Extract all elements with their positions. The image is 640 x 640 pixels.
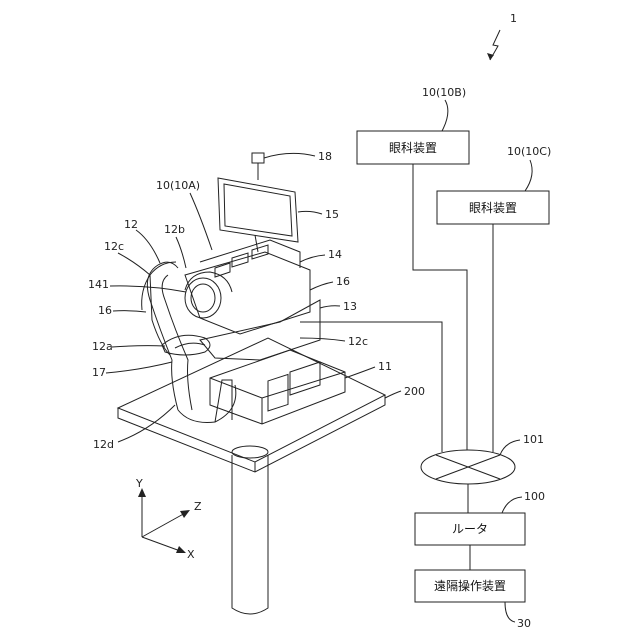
ref-label-10b: 10(10B) [422, 86, 466, 99]
ref-label-12a: 12a [92, 340, 113, 353]
ref-label-200: 200 [404, 385, 425, 398]
remote-device-box-label: 遠隔操作装置 [434, 578, 506, 593]
ref-label-18: 18 [318, 150, 332, 163]
ref-label-17: 17 [92, 366, 106, 379]
ref-label-13: 13 [343, 300, 357, 313]
axis-label-y: Y [135, 477, 143, 490]
ref-label-12: 12 [124, 218, 138, 231]
device-box-10c-label: 眼科装置 [469, 201, 517, 215]
ref-label-14: 14 [328, 248, 342, 261]
ref-label-remote: 30 [517, 617, 531, 630]
ref-label-10a: 10(10A) [156, 179, 200, 192]
ref-label-15: 15 [325, 208, 339, 221]
ref-label-12c-top: 12c [104, 240, 124, 253]
device-box-10b-label: 眼科装置 [389, 141, 437, 155]
axis-label-x: X [187, 548, 195, 561]
axis-label-z: Z [194, 500, 202, 513]
ref-label-network: 101 [523, 433, 544, 446]
ref-label-11: 11 [378, 360, 392, 373]
ref-label-141: 141 [88, 278, 109, 291]
ref-label-12b: 12b [164, 223, 185, 236]
ref-label-router: 100 [524, 490, 545, 503]
ref-label-12c-mid: 12c [348, 335, 368, 348]
ref-label-10c: 10(10C) [507, 145, 551, 158]
coordinate-axes: Y Z X [135, 477, 202, 561]
ref-label-system: 1 [510, 12, 517, 25]
ref-label-12d: 12d [93, 438, 114, 451]
router-box-label: ルータ [452, 522, 488, 536]
ref-label-16-left: 16 [98, 304, 112, 317]
ref-label-16-right: 16 [336, 275, 350, 288]
